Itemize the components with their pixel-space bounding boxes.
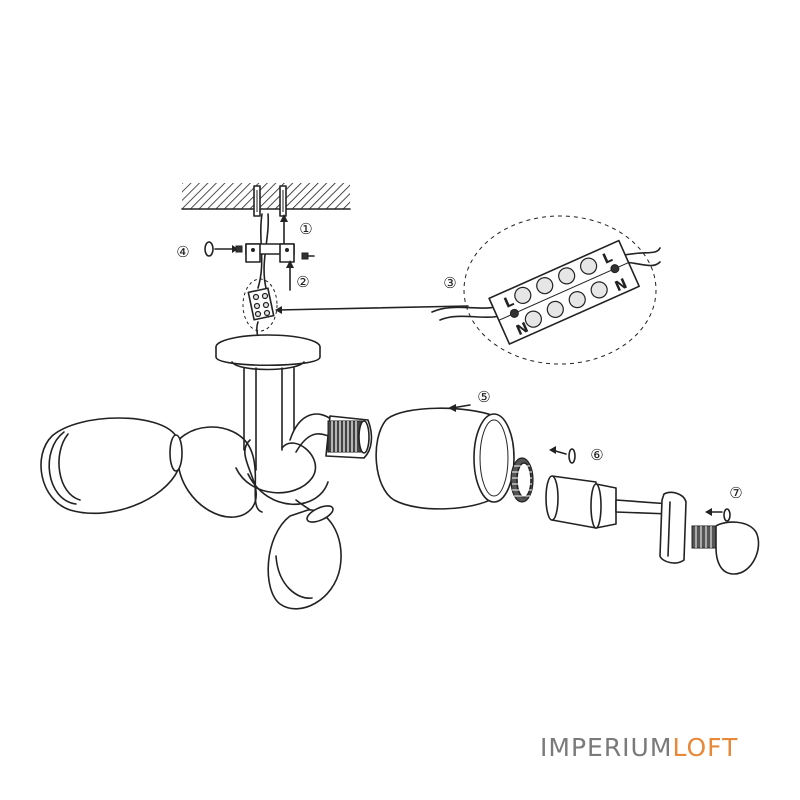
- svg-text:⑤: ⑤: [477, 388, 490, 406]
- step-label-4: ④: [176, 243, 189, 261]
- brand-name-part2: LOFT: [672, 733, 739, 762]
- svg-text:④: ④: [176, 243, 189, 261]
- svg-text:①: ①: [299, 220, 312, 238]
- exploded-shade: [375, 404, 515, 510]
- stem: [243, 367, 295, 471]
- socket-assembly: [545, 446, 687, 564]
- svg-text:⑥: ⑥: [590, 446, 603, 464]
- ceiling-anchors: [253, 185, 288, 246]
- arm-threaded-holder: [325, 415, 373, 459]
- brand-watermark: IMPERIUMLOFT: [540, 733, 738, 762]
- bracket-screw: [204, 241, 315, 260]
- step-label-5: ⑤: [477, 388, 490, 406]
- mounting-bracket: [245, 243, 295, 291]
- svg-text:②: ②: [296, 273, 309, 291]
- curved-arms: [169, 413, 337, 521]
- brand-name-part1: IMPERIUM: [540, 733, 673, 762]
- step-label-6: ⑥: [590, 446, 603, 464]
- left-shade: [40, 417, 183, 515]
- lower-shade: [267, 505, 342, 610]
- ceiling: [181, 183, 351, 210]
- svg-text:③: ③: [443, 274, 456, 292]
- canopy: [215, 334, 321, 371]
- step-label-3: ③: [443, 274, 456, 292]
- svg-text:⑦: ⑦: [729, 484, 742, 502]
- step-label-2: ②: [296, 273, 309, 291]
- socket-ring: [510, 457, 534, 503]
- step-label-7: ⑦: [729, 484, 742, 502]
- terminal-block-detail: N N L L: [431, 215, 661, 365]
- step-label-1: ①: [299, 220, 312, 238]
- light-bulb: [691, 508, 760, 575]
- terminal-block-small: [242, 278, 469, 332]
